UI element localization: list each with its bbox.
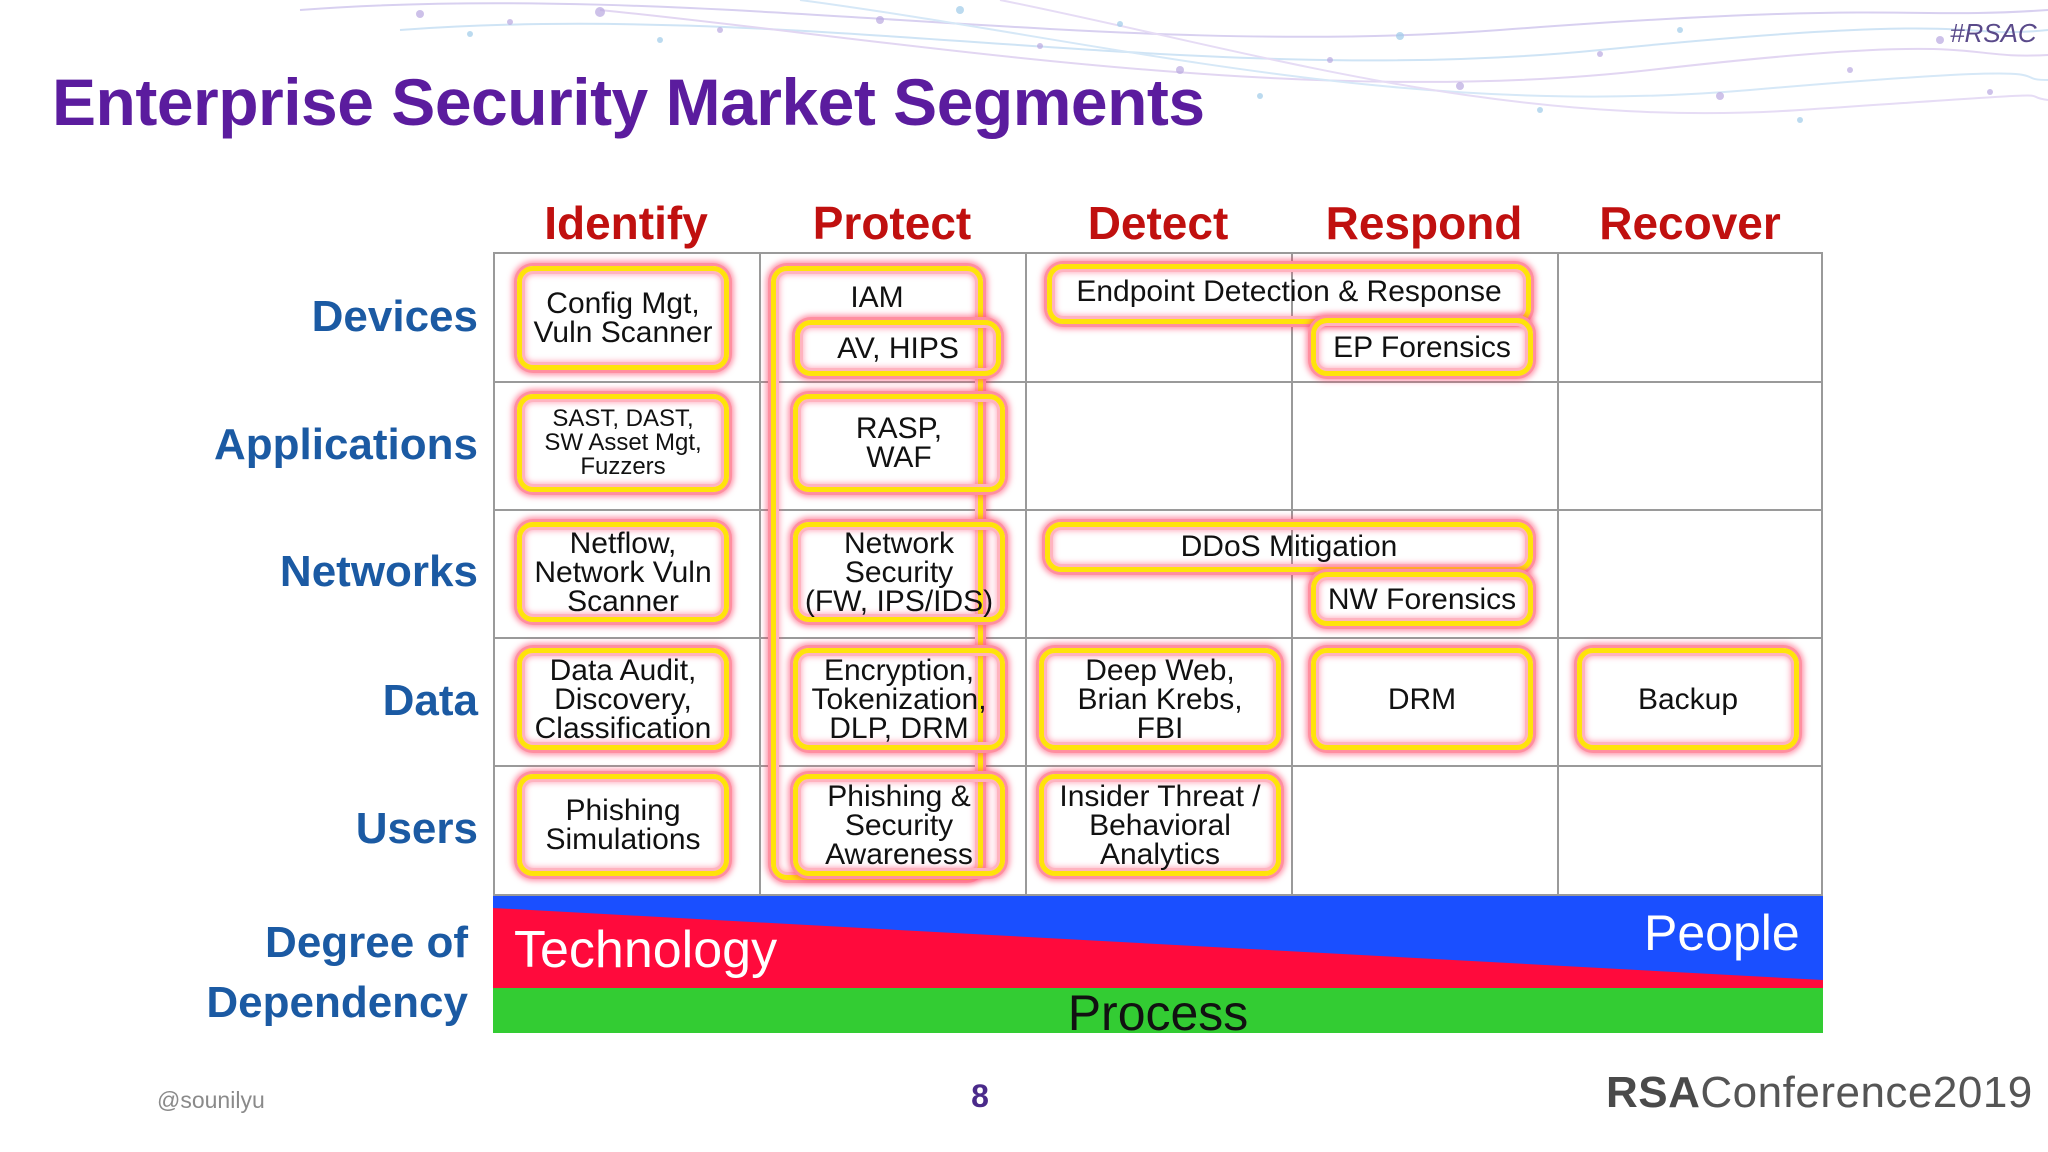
- column-header-identify: Identify: [544, 197, 708, 249]
- logo-bold-text: RSA: [1606, 1068, 1701, 1117]
- highlight-box: [795, 320, 1001, 376]
- dependency-label-line2: Dependency: [206, 978, 468, 1027]
- highlight-box: [793, 394, 1005, 492]
- segment-ep-forensics: EP Forensics: [1333, 330, 1511, 364]
- row-header-devices: Devices: [311, 292, 478, 341]
- segment-sast-dast: SAST, DAST, SW Asset Mgt, Fuzzers: [544, 405, 702, 480]
- segment-network-security: Network Security (FW, IPS/IDS): [804, 526, 994, 618]
- highlight-box: [517, 648, 729, 750]
- grid-divider: [495, 765, 1821, 767]
- highlight-box: [1039, 648, 1281, 750]
- technology-label: Technology: [514, 921, 778, 979]
- grid-divider: [495, 381, 1821, 383]
- highlight-box: [517, 774, 729, 876]
- author-handle: @sounilyu: [157, 1087, 265, 1113]
- highlight-box: [793, 648, 1005, 750]
- row-header-networks: Networks: [279, 547, 478, 596]
- highlight-box: [517, 522, 729, 622]
- grid-divider: [1291, 254, 1293, 894]
- column-header-respond: Respond: [1325, 197, 1523, 249]
- dependency-label-line1: Degree of: [265, 918, 468, 967]
- column-header-recover: Recover: [1599, 197, 1781, 249]
- segment-rasp-waf: RASP, WAF: [855, 412, 943, 474]
- segment-encryption: Encryption, Tokenization, DLP, DRM: [811, 653, 987, 745]
- segment-iam: IAM: [850, 280, 904, 314]
- decorative-swirl-graphic: [299, 0, 2048, 123]
- highlight-box: [1577, 648, 1799, 750]
- process-region: [493, 988, 1823, 1033]
- highlight-box: [517, 394, 729, 492]
- segment-av-hips: AV, HIPS: [837, 331, 959, 365]
- highlight-box: [1047, 264, 1531, 324]
- technology-region: [493, 908, 1823, 988]
- segment-data-audit: Data Audit, Discovery, Classification: [534, 653, 712, 745]
- highlight-box: [793, 774, 1005, 876]
- row-header-users: Users: [355, 804, 478, 853]
- segment-backup: Backup: [1637, 682, 1739, 716]
- page-title: Enterprise Security Market Segments: [52, 65, 1205, 139]
- grid-divider: [1557, 254, 1559, 894]
- segment-phishing-simulations: Phishing Simulations: [545, 794, 701, 856]
- row-header-data: Data: [382, 676, 478, 725]
- segment-netflow: Netflow, Network Vuln Scanner: [534, 526, 712, 618]
- segment-insider-threat: Insider Threat / Behavioral Analytics: [1059, 779, 1261, 871]
- protect-column-highlight: [771, 266, 983, 880]
- segment-nw-forensics: NW Forensics: [1327, 582, 1517, 616]
- segment-drm: DRM: [1387, 682, 1457, 716]
- segment-phishing-awareness: Phishing & Security Awareness: [825, 779, 973, 871]
- highlight-box: [1311, 572, 1533, 626]
- column-header-protect: Protect: [812, 197, 972, 249]
- people-label: People: [1644, 905, 1800, 961]
- logo-text: Conference2019: [1700, 1068, 2033, 1117]
- highlight-box: [1039, 774, 1281, 876]
- page-number: 8: [971, 1078, 989, 1114]
- segments-grid: [493, 252, 1823, 896]
- segment-config-mgt: Config Mgt, Vuln Scanner: [533, 287, 713, 349]
- hashtag-label: #RSAC: [1950, 18, 2037, 48]
- segment-endpoint-detection-response: Endpoint Detection & Response: [1076, 274, 1502, 308]
- grid-divider: [759, 254, 761, 894]
- process-label: Process: [1067, 985, 1249, 1041]
- grid-divider: [1025, 254, 1027, 894]
- highlight-box: [517, 266, 729, 370]
- grid-divider: [495, 637, 1821, 639]
- segment-ddos-mitigation: DDoS Mitigation: [1180, 529, 1398, 563]
- row-header-applications: Applications: [213, 420, 478, 469]
- highlight-box: [1311, 318, 1533, 376]
- rsa-conference-logo: RSAConference2019: [1606, 1068, 2033, 1118]
- dependency-bar: [493, 896, 1823, 1033]
- highlight-box: [793, 522, 1005, 622]
- column-header-detect: Detect: [1087, 197, 1229, 249]
- segment-deep-web: Deep Web, Brian Krebs, FBI: [1077, 653, 1243, 745]
- highlight-box: [1311, 648, 1533, 750]
- grid-divider: [495, 509, 1821, 511]
- highlight-box: [1045, 522, 1533, 572]
